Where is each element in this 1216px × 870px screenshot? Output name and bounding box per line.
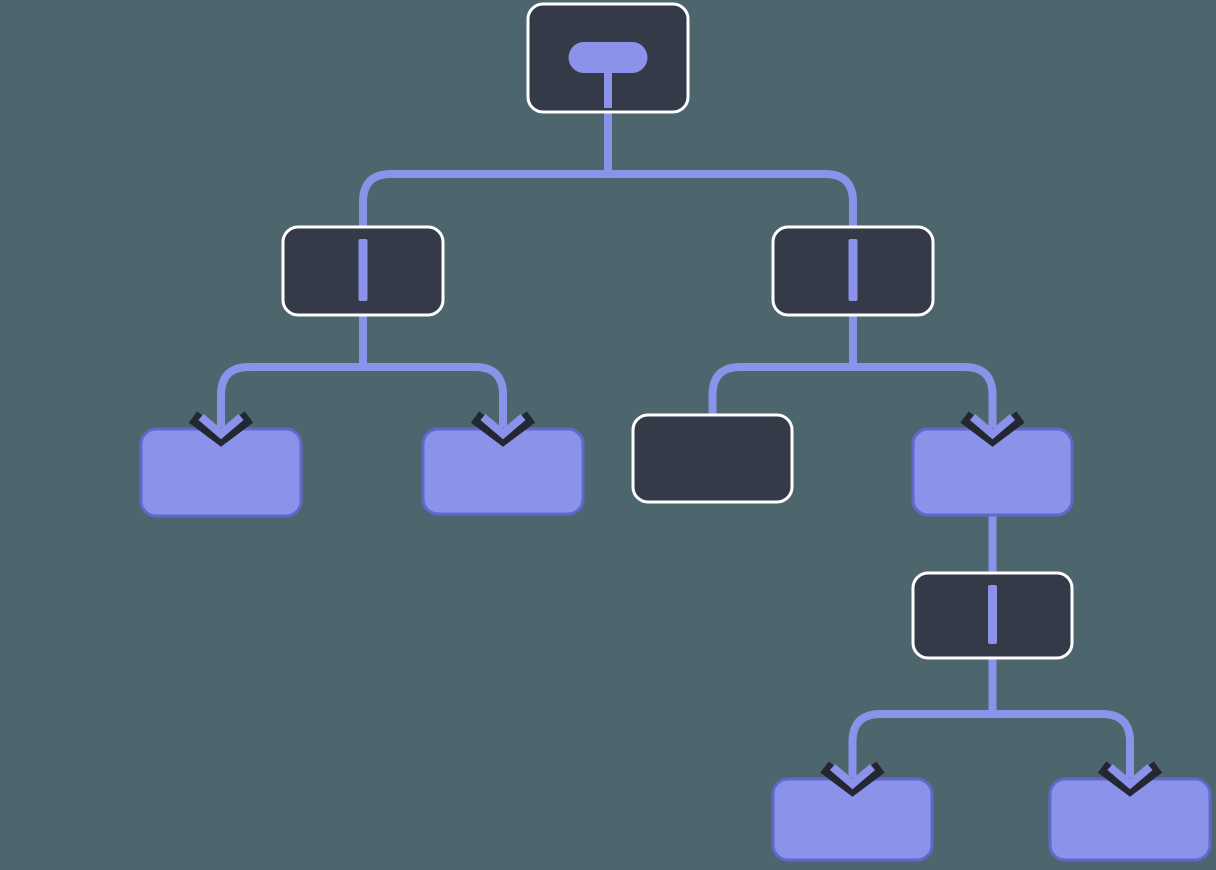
- connector-edge-branch-left-leaf-1: [217, 315, 367, 434]
- arrow-chevron-icon: [188, 411, 254, 447]
- passthrough-bar: [358, 239, 368, 301]
- arrow-chevron-icon: [1097, 761, 1163, 797]
- connector-edge-root-branch-left: [359, 112, 612, 229]
- connector-edge-branch-left-leaf-2: [359, 315, 507, 434]
- chevron-purple-arrowhead: [969, 413, 1016, 440]
- arrow-chevron-icon: [470, 411, 536, 447]
- connector-edge-branch-right-node-4: [849, 315, 997, 434]
- arrow-layer: [188, 411, 1163, 797]
- chevron-purple-arrowhead: [480, 413, 526, 440]
- connector-edge-mid-node-leaf-6: [988, 658, 1134, 784]
- node-layer: [139, 2, 1212, 862]
- passthrough-bar: [988, 585, 997, 644]
- connector-edge-root-branch-right: [604, 112, 857, 229]
- arrow-chevron-icon: [960, 411, 1025, 447]
- node-decoration-layer: [358, 42, 997, 644]
- root-pill-stem: [604, 68, 612, 108]
- arrow-chevron-icon: [820, 761, 885, 797]
- chevron-purple-arrowhead: [829, 763, 876, 790]
- connector-edge-mid-node-leaf-5: [848, 658, 997, 784]
- chevron-purple-arrowhead: [1107, 763, 1153, 790]
- tree-node-leaf-3: [631, 413, 794, 504]
- connector-edge-branch-right-leaf-3: [708, 315, 857, 417]
- chevron-purple-arrowhead: [198, 413, 244, 440]
- passthrough-bar: [848, 239, 858, 301]
- connector-layer: [217, 112, 1134, 784]
- root-pill-shape: [568, 42, 648, 73]
